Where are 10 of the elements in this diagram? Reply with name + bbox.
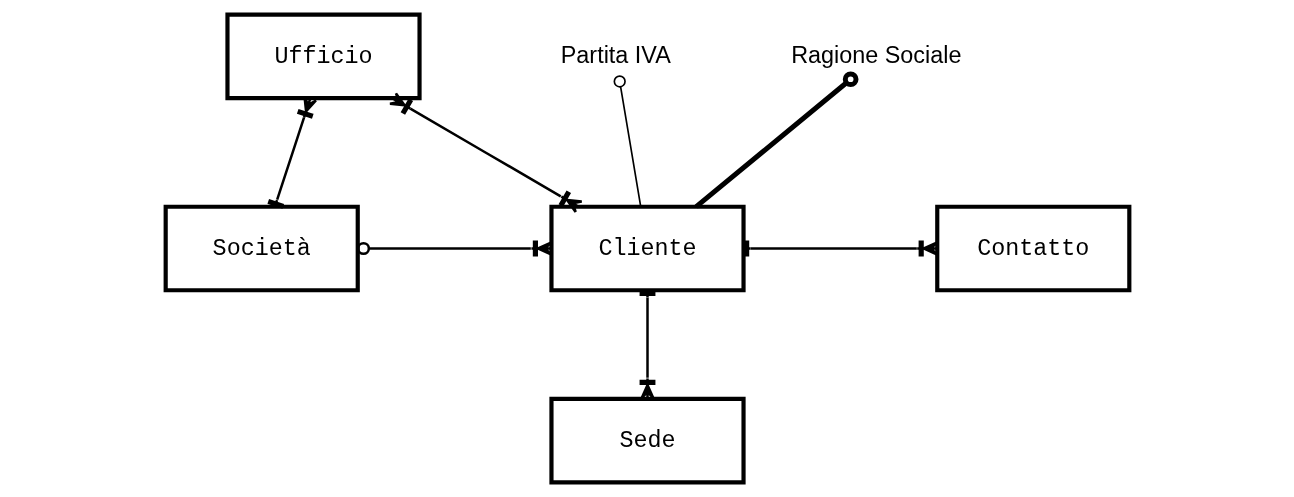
node-text: Ragione Sociale xyxy=(790,41,961,68)
node-box: Società xyxy=(163,204,360,293)
connector xyxy=(694,71,858,209)
node-box: Contatto xyxy=(934,204,1131,293)
node-box: Sede xyxy=(548,396,746,485)
connector xyxy=(613,75,641,207)
node-box: Ufficio xyxy=(224,12,422,101)
connector xyxy=(388,92,583,214)
node-text: Partita IVA xyxy=(560,41,671,68)
node-box: Cliente xyxy=(548,204,746,293)
